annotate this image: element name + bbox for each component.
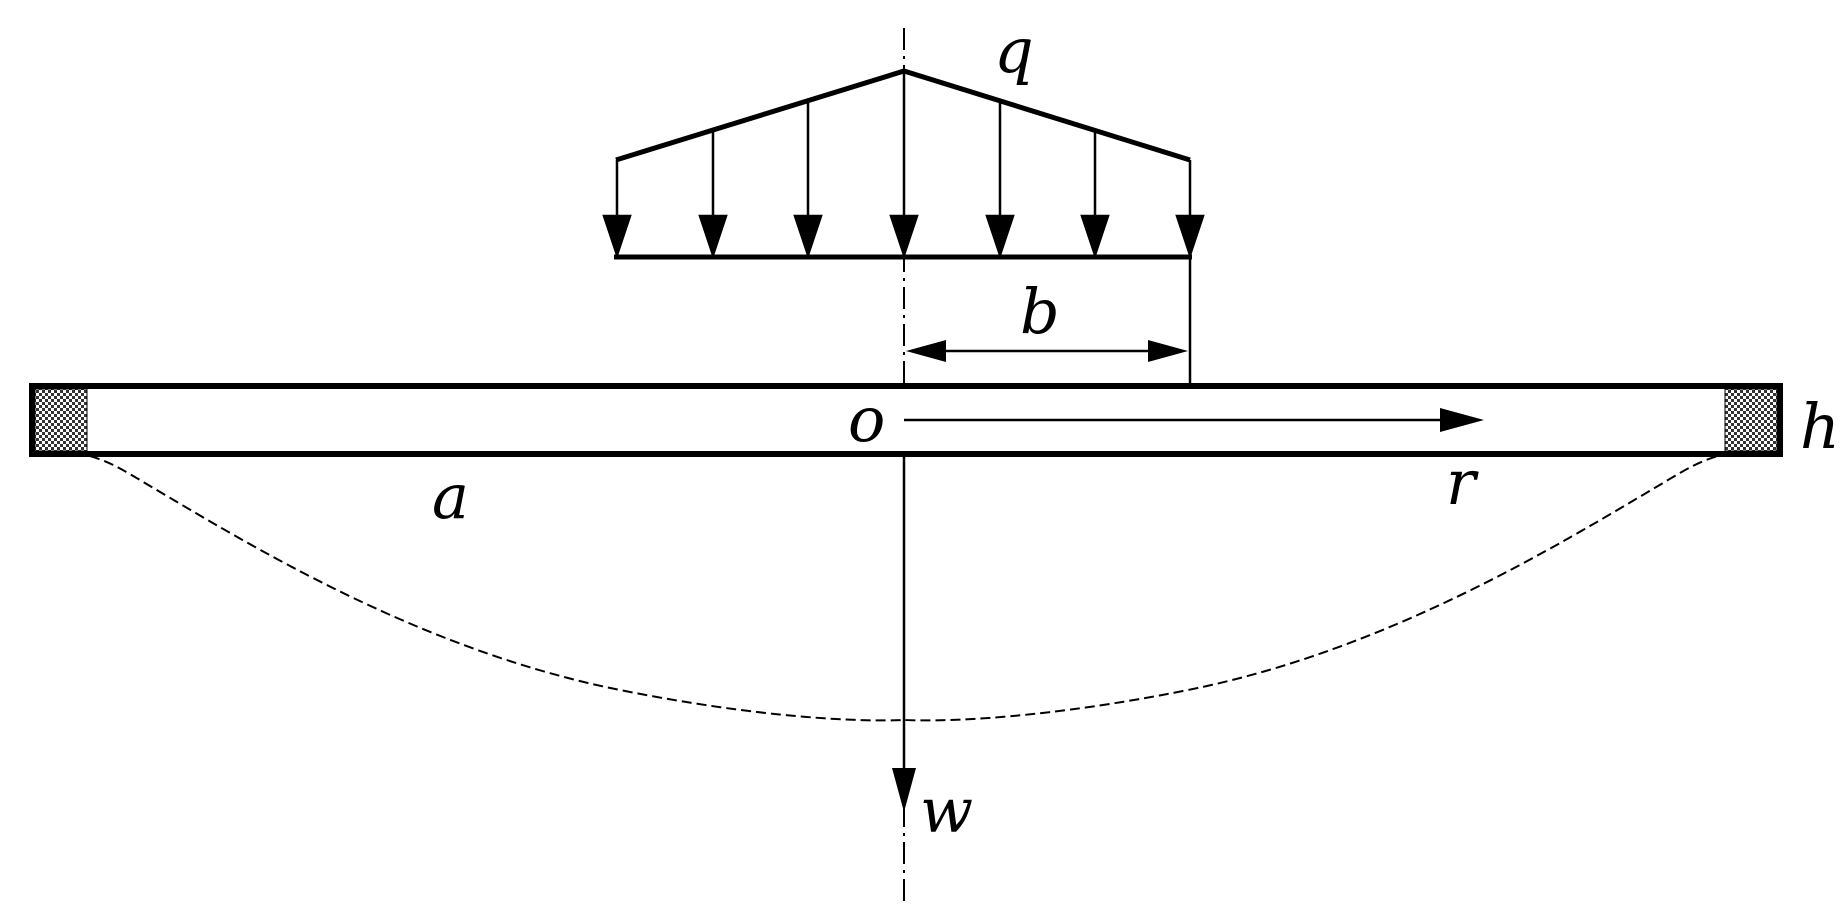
dimension-b-left-head (906, 340, 946, 362)
load-arrow-5-head (985, 214, 1015, 259)
load-arrows (602, 71, 1205, 259)
load-width-label: b (1020, 275, 1060, 348)
origin-label: o (848, 383, 885, 456)
load-label: q (994, 14, 1034, 87)
r-axis-head (1440, 408, 1484, 432)
load-arrow-1-head (602, 214, 632, 259)
dimension-b-right-head (1148, 340, 1188, 362)
thickness-label: h (1800, 390, 1840, 463)
load-arrow-4-head (889, 214, 919, 259)
dimension-b (906, 340, 1188, 362)
load-arrow-2-head (698, 214, 728, 259)
left-support (34, 388, 88, 452)
deflection-axis-label: w (920, 774, 973, 847)
w-axis-head (892, 768, 916, 812)
radius-label: a (432, 460, 469, 533)
load-arrow-6-head (1080, 214, 1110, 259)
deflection-curve (89, 455, 1719, 722)
load-arrow-3-head (793, 214, 823, 259)
right-support (1724, 388, 1778, 452)
radial-axis-label: r (1446, 446, 1479, 519)
load-arrow-7-head (1175, 214, 1205, 259)
